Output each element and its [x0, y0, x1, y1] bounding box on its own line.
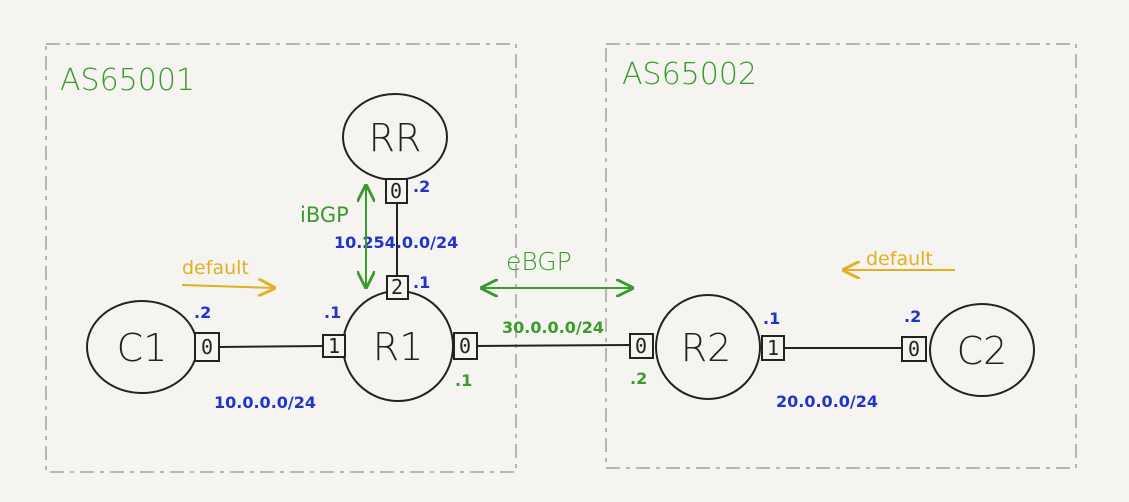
- svg-text:0: 0: [908, 337, 920, 361]
- default-label-c1: default: [182, 257, 249, 279]
- default-label-c2: default: [866, 248, 933, 270]
- svg-text:1: 1: [328, 334, 340, 358]
- node-c2-label: C2: [957, 329, 1008, 373]
- link-r1-r2: [475, 344, 631, 347]
- svg-text:0: 0: [201, 335, 213, 359]
- svg-text:1: 1: [767, 336, 779, 360]
- addr-c2-suffix: .2: [904, 307, 921, 326]
- network-rr-r1: 10.254.0.0/24: [334, 233, 458, 252]
- as65002-boundary: [605, 43, 1077, 469]
- node-c1[interactable]: C1: [86, 300, 198, 394]
- node-rr-label: RR: [369, 116, 422, 160]
- svg-text:0: 0: [390, 179, 402, 203]
- port-r1-2[interactable]: 2: [386, 275, 409, 300]
- as65002-label: AS65002: [622, 57, 757, 92]
- port-r1-1[interactable]: 1: [322, 334, 346, 358]
- node-rr[interactable]: RR: [342, 93, 448, 181]
- svg-text:0: 0: [635, 334, 647, 358]
- addr-r1-p1-suffix: .1: [324, 303, 341, 322]
- addr-rr-suffix: .2: [413, 177, 430, 196]
- addr-c1-suffix: .2: [194, 303, 211, 322]
- node-c1-label: C1: [117, 326, 168, 370]
- node-c2[interactable]: C2: [929, 303, 1035, 397]
- addr-r1-p2-suffix: .1: [413, 273, 430, 292]
- as65001-label: AS65001: [60, 63, 195, 98]
- as65001-boundary: [45, 43, 517, 473]
- ibgp-label: iBGP: [300, 203, 349, 227]
- node-r2-label: R2: [681, 326, 732, 370]
- port-rr-0[interactable]: 0: [385, 178, 408, 204]
- port-r1-0[interactable]: 0: [453, 332, 478, 360]
- svg-text:0: 0: [459, 334, 471, 358]
- node-r1-label: R1: [373, 325, 424, 369]
- node-r1[interactable]: R1: [342, 290, 454, 402]
- network-c1-r1: 10.0.0.0/24: [214, 393, 316, 412]
- port-c2-0[interactable]: 0: [901, 336, 927, 362]
- addr-r2-p1-suffix: .1: [763, 309, 780, 328]
- ebgp-label: eBGP: [506, 247, 572, 276]
- port-c1-0[interactable]: 0: [194, 332, 220, 362]
- port-r2-1[interactable]: 1: [761, 335, 785, 361]
- network-r1-r2: 30.0.0.0/24: [502, 318, 604, 337]
- addr-r2-p0-suffix: .2: [630, 369, 647, 388]
- network-r2-c2: 20.0.0.0/24: [776, 392, 878, 411]
- addr-r1-p0-suffix: .1: [455, 371, 472, 390]
- default-arrow-c1: [181, 285, 274, 288]
- svg-text:2: 2: [391, 275, 403, 299]
- node-r2[interactable]: R2: [655, 294, 761, 400]
- port-r2-0[interactable]: 0: [629, 333, 654, 359]
- link-c1-r1: [218, 345, 325, 348]
